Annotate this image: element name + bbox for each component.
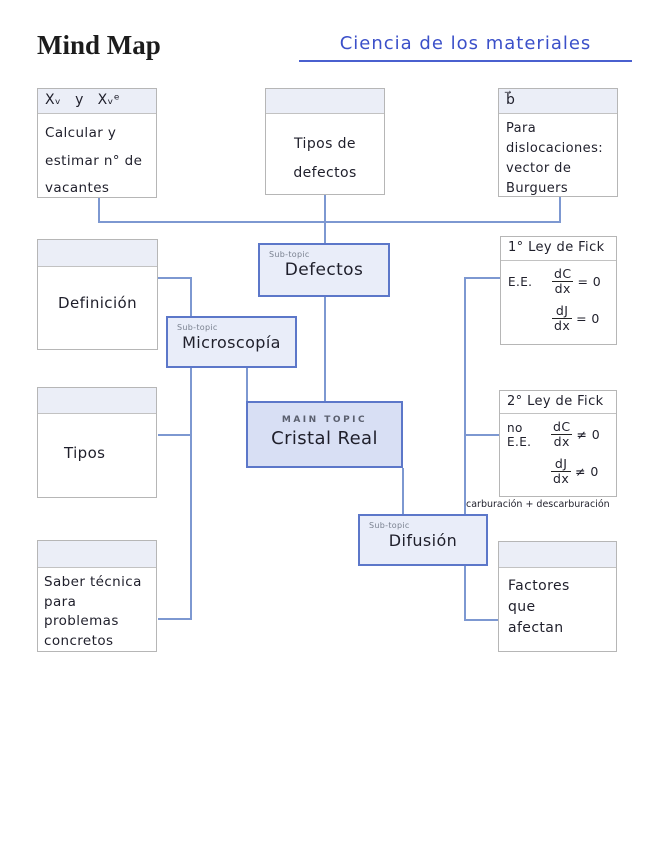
fick2-fraction-2: dJ dx bbox=[551, 455, 572, 487]
connector-saber bbox=[158, 618, 192, 620]
connector-factores bbox=[464, 619, 498, 621]
connector-microscopia-main bbox=[246, 368, 248, 402]
node-factores-body: Factores que afectan bbox=[508, 578, 570, 636]
subject-title: Ciencia de los materiales bbox=[299, 33, 632, 62]
fick1-equation-2: dJ dx = 0 bbox=[508, 302, 614, 334]
node-fick-first-law-body: E.E. dC dx = 0 dJ dx = 0 bbox=[501, 261, 616, 334]
connector-top-horizontal bbox=[98, 221, 561, 223]
node-vacancies: Xᵥ y Xᵥᵉ Calcular y estimar n° de vacant… bbox=[37, 88, 157, 198]
subtopic-difusion-title: Difusión bbox=[388, 531, 458, 550]
fick2-equation-2: dJ dx ≠ 0 bbox=[507, 455, 614, 487]
fick2-fraction-1: dC dx bbox=[551, 419, 573, 450]
fick2-rhs-1: ≠ 0 bbox=[576, 427, 601, 443]
node-burgers: b⃗ Para dislocaciones: vector de Burguer… bbox=[498, 88, 618, 197]
fick1-condition: E.E. bbox=[508, 274, 533, 289]
carburacion-annotation: carburación + descarburación bbox=[466, 499, 610, 510]
node-burgers-header: b⃗ bbox=[499, 89, 617, 114]
connector-left-trunk bbox=[190, 277, 192, 620]
fick1-equation-1: E.E. dC dx = 0 bbox=[508, 266, 614, 297]
node-saber-tecnica-header bbox=[38, 541, 156, 568]
subtopic-microscopia-title: Microscopía bbox=[182, 333, 281, 352]
node-fick-second-law: 2° Ley de Fick no E.E. dC dx ≠ 0 dJ dx ≠… bbox=[499, 390, 617, 497]
node-burgers-body: Para dislocaciones: vector de Burguers bbox=[506, 121, 604, 197]
subtopic-difusion: Sub-topic Difusión bbox=[358, 514, 488, 566]
node-definicion-header bbox=[38, 240, 157, 267]
node-fick-second-law-header: 2° Ley de Fick bbox=[500, 391, 616, 414]
connector-main-difusion bbox=[402, 468, 404, 515]
node-tipos-body: Tipos bbox=[64, 444, 106, 462]
node-fick-first-law-header: 1° Ley de Fick bbox=[501, 237, 616, 261]
node-tipos-header bbox=[38, 388, 156, 414]
fick2-equation-1: no E.E. dC dx ≠ 0 bbox=[507, 419, 614, 450]
connector-burgers-down bbox=[559, 197, 561, 222]
node-saber-tecnica-body: Saber técnica para problemas concretos bbox=[44, 574, 142, 649]
node-defect-types: Tipos de defectos bbox=[265, 88, 385, 195]
connector-definicion bbox=[158, 277, 192, 279]
main-topic: MAIN TOPIC Cristal Real bbox=[246, 401, 403, 468]
subtopic-label: Sub-topic bbox=[369, 521, 410, 530]
connector-tipos bbox=[158, 434, 192, 436]
connector-vacancies-down bbox=[98, 198, 100, 222]
node-saber-tecnica: Saber técnica para problemas concretos bbox=[37, 540, 157, 652]
node-fick-second-law-body: no E.E. dC dx ≠ 0 dJ dx ≠ 0 bbox=[500, 414, 616, 487]
node-definicion: Definición bbox=[37, 239, 158, 350]
fick2-rhs-2: ≠ 0 bbox=[575, 464, 599, 480]
node-vacancies-body: Calcular y estimar n° de vacantes bbox=[45, 125, 143, 197]
connector-fick1 bbox=[464, 277, 500, 279]
subtopic-defectos: Sub-topic Defectos bbox=[258, 243, 390, 297]
subtopic-label: Sub-topic bbox=[177, 323, 218, 332]
subtopic-label: Sub-topic bbox=[269, 250, 310, 259]
fick1-fraction-2: dJ dx bbox=[552, 302, 573, 334]
node-factores: Factores que afectan bbox=[498, 541, 617, 652]
connector-fick2 bbox=[464, 434, 499, 436]
fick1-rhs-2: = 0 bbox=[576, 311, 600, 327]
main-topic-label: MAIN TOPIC bbox=[281, 415, 368, 425]
node-definicion-body: Definición bbox=[58, 294, 137, 312]
node-vacancies-header: Xᵥ y Xᵥᵉ bbox=[38, 89, 156, 114]
fick1-fraction-1: dC dx bbox=[552, 266, 574, 297]
page-title: Mind Map bbox=[37, 30, 161, 60]
main-topic-title: Cristal Real bbox=[271, 428, 378, 449]
connector-defect-types-down bbox=[324, 195, 326, 244]
fick2-condition: no E.E. bbox=[507, 420, 532, 449]
fick1-rhs-1: = 0 bbox=[577, 274, 602, 290]
connector-right-trunk-lower bbox=[464, 566, 466, 621]
node-fick-first-law: 1° Ley de Fick E.E. dC dx = 0 dJ dx = 0 bbox=[500, 236, 617, 345]
node-defect-types-header bbox=[266, 89, 384, 114]
connector-defectos-main bbox=[324, 297, 326, 402]
node-defect-types-body: Tipos de defectos bbox=[293, 136, 357, 182]
subtopic-microscopia: Sub-topic Microscopía bbox=[166, 316, 297, 368]
subtopic-defectos-title: Defectos bbox=[284, 260, 364, 280]
connector-right-trunk-upper bbox=[464, 277, 466, 515]
node-tipos: Tipos bbox=[37, 387, 157, 498]
node-factores-header bbox=[499, 542, 616, 568]
